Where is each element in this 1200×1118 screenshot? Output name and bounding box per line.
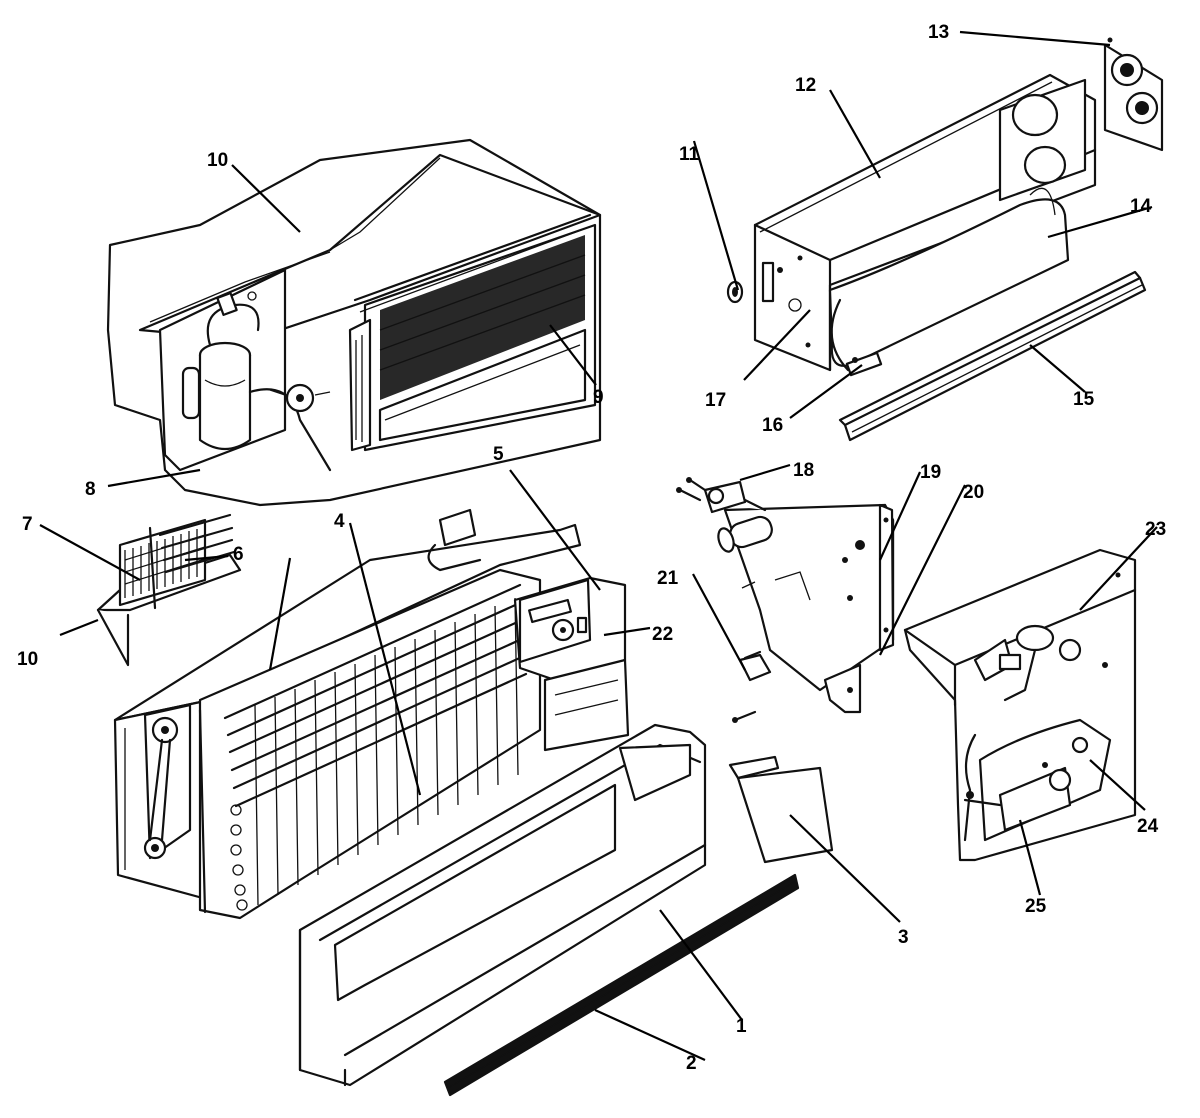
condenser-coil-fins [379,235,586,400]
heater-element-assembly [96,513,242,667]
callout-10-left: 10 [17,649,38,670]
callout-10-top: 10 [207,150,228,171]
callout-4: 4 [334,511,345,532]
capacitor-bracket-assembly [676,477,895,723]
callout-15: 15 [1073,389,1095,410]
callout-19: 19 [920,462,941,483]
leader-lines [39,30,1158,1062]
callout-17: 17 [705,390,726,411]
front-cover-assembly [298,723,834,1097]
callout-12: 12 [795,75,816,96]
chassis-assembly [106,138,602,507]
callout-2: 2 [686,1053,697,1074]
callout-25: 25 [1025,896,1047,917]
control-box-assembly [903,548,1137,862]
callout-13: 13 [928,22,949,43]
callout-7: 7 [22,514,33,535]
main-chassis-assembly [113,508,630,920]
callout-16: 16 [762,415,783,436]
callout-21: 21 [657,568,679,589]
callout-24: 24 [1137,816,1159,837]
callout-1: 1 [736,1016,747,1037]
callout-labels: 1 2 3 4 5 6 7 8 9 10 10 11 12 13 14 15 1… [17,22,1166,1074]
callout-20: 20 [963,482,984,503]
evaporator-coil [223,583,528,911]
callout-14: 14 [1130,196,1152,217]
callout-11: 11 [679,144,700,165]
callout-3: 3 [898,927,909,948]
callout-5: 5 [493,444,504,465]
callout-9: 9 [593,387,604,408]
callout-22: 22 [652,624,673,645]
callout-8: 8 [85,479,96,500]
callout-23: 23 [1145,519,1166,540]
callout-18: 18 [793,460,814,481]
control-housing-assembly [726,37,1164,442]
callout-6: 6 [233,544,244,565]
